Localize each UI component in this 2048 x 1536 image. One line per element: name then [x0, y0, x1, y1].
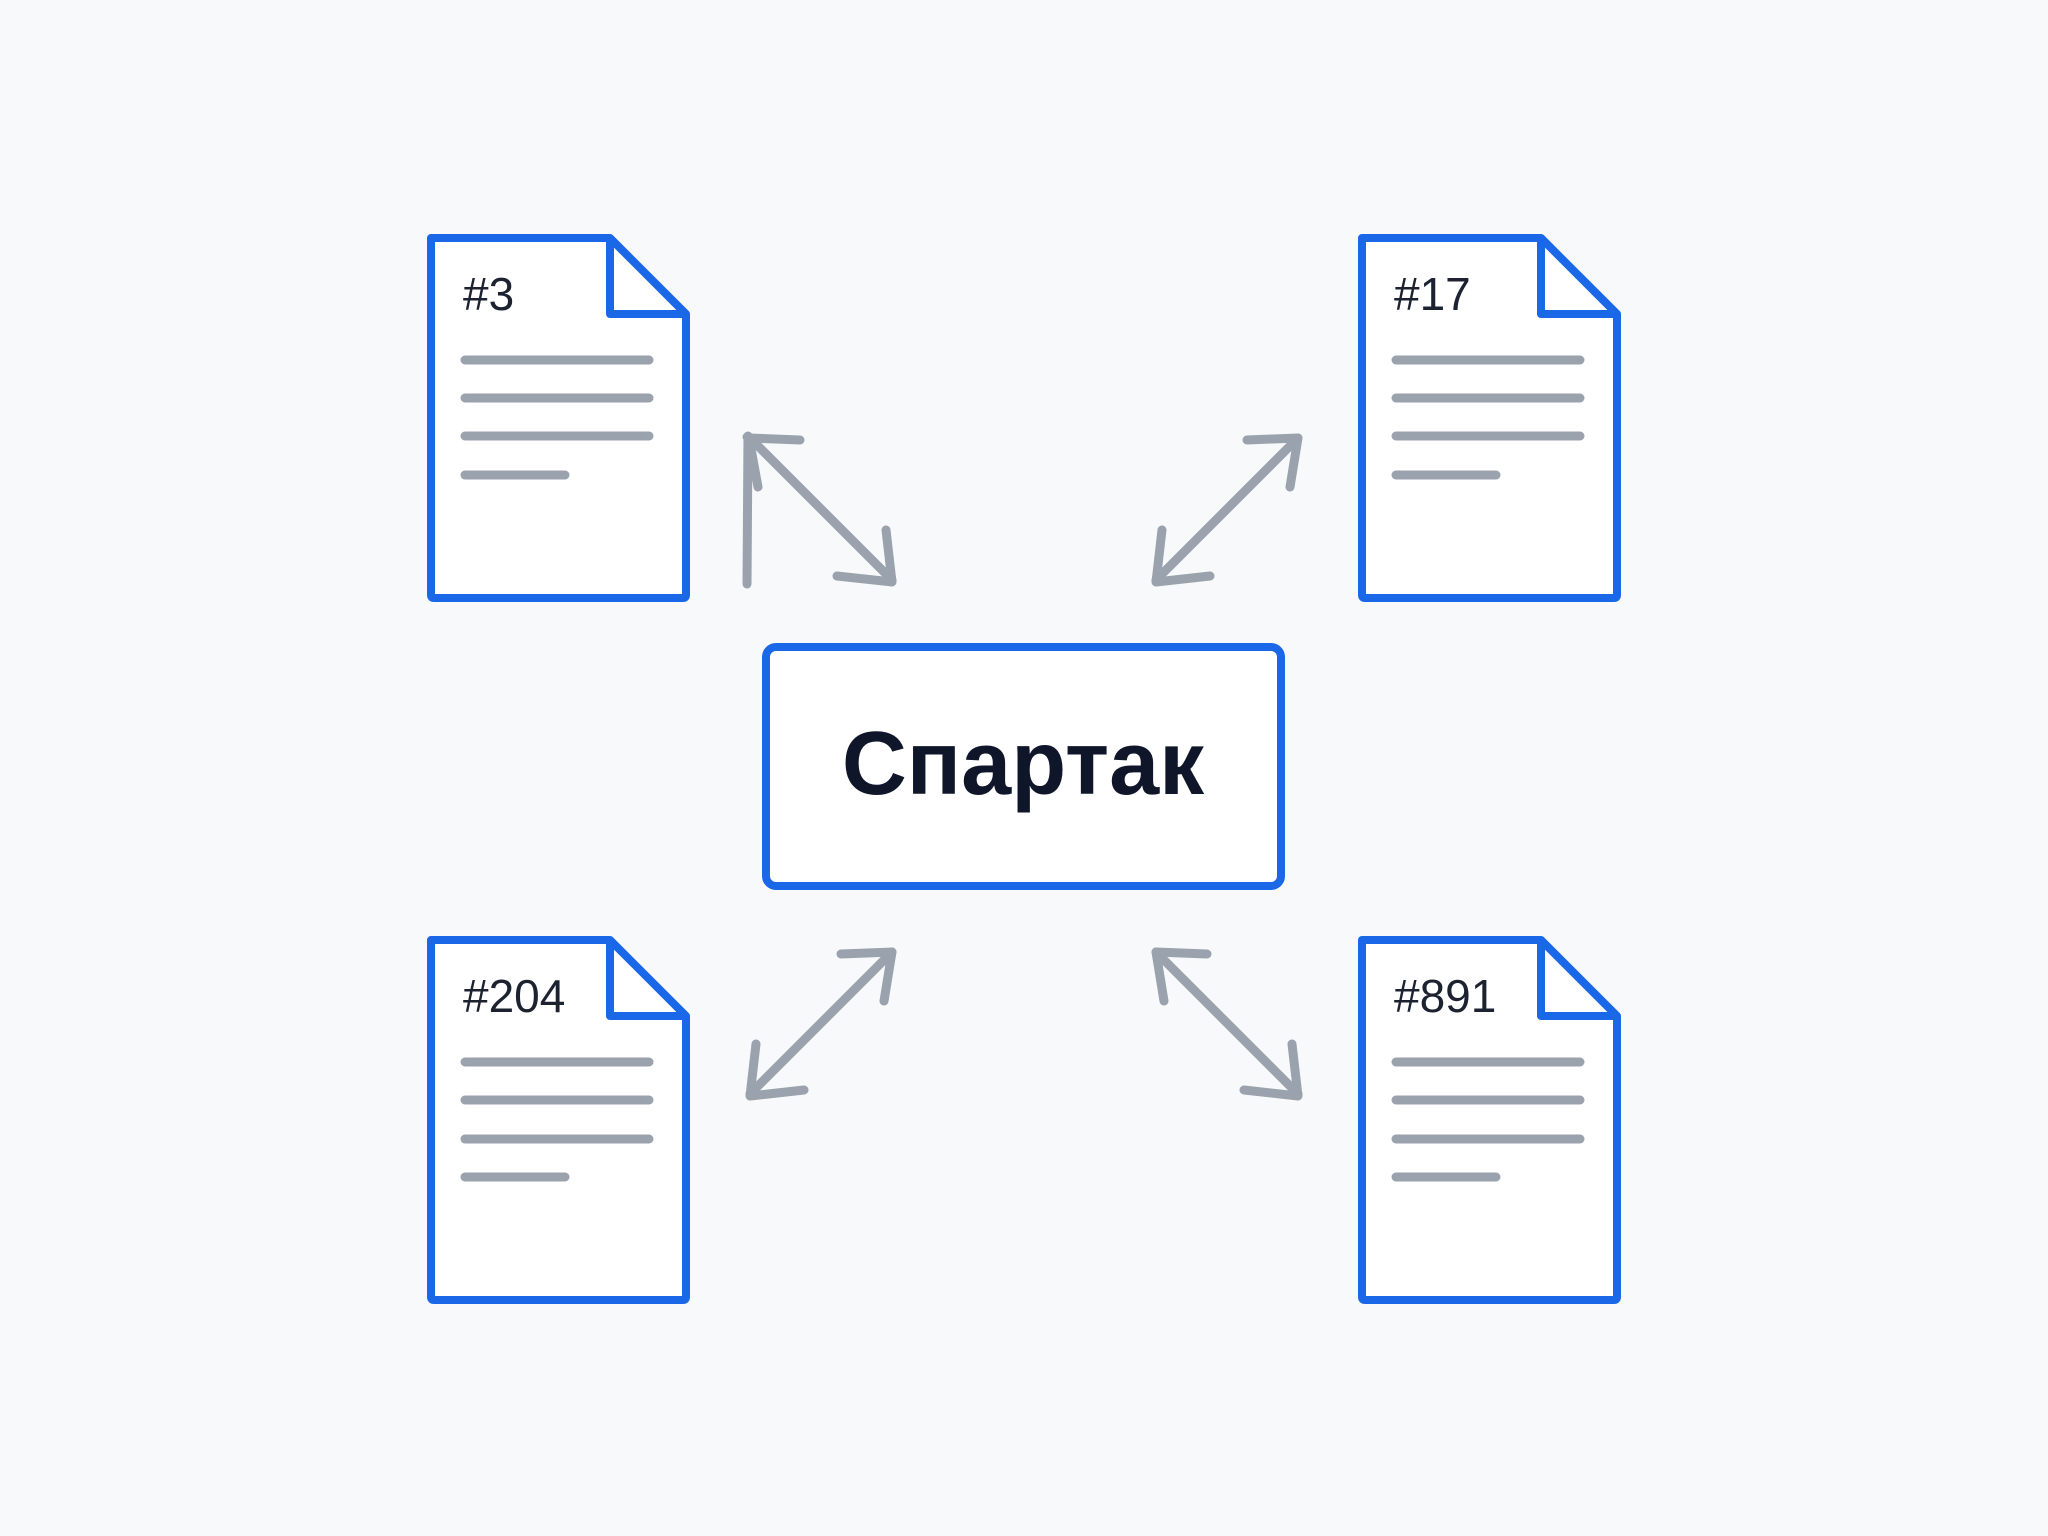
document-fold-corner	[606, 238, 686, 318]
document-icon	[427, 936, 690, 1304]
document-bottom-right: #891	[1358, 936, 1621, 1304]
document-text-lines	[460, 1057, 654, 1182]
document-label: #3	[463, 268, 514, 320]
arrow-bottom-right	[1151, 947, 1303, 1101]
document-text-lines	[1391, 355, 1585, 480]
document-fold-corner	[606, 940, 686, 1020]
document-icon	[1358, 936, 1621, 1304]
document-text-lines	[460, 355, 654, 480]
document-fold-corner	[1537, 238, 1617, 318]
document-label: #17	[1394, 268, 1471, 320]
center-node: Спартак	[762, 643, 1285, 890]
document-icon	[1358, 234, 1621, 602]
document-text-lines	[1391, 1057, 1585, 1182]
document-fold-corner	[1537, 940, 1617, 1020]
center-label: Спартак	[842, 714, 1205, 814]
document-label: #204	[463, 970, 565, 1022]
arrow-top-right	[1151, 433, 1303, 587]
document-top-left: #3	[427, 234, 690, 602]
document-label: #891	[1394, 970, 1496, 1022]
document-icon	[427, 234, 690, 602]
document-bottom-left: #204	[427, 936, 690, 1304]
center-box	[762, 643, 1285, 890]
document-top-right: #17	[1358, 234, 1621, 602]
arrow-top-left	[742, 431, 897, 589]
arrow-bottom-left	[745, 947, 897, 1101]
